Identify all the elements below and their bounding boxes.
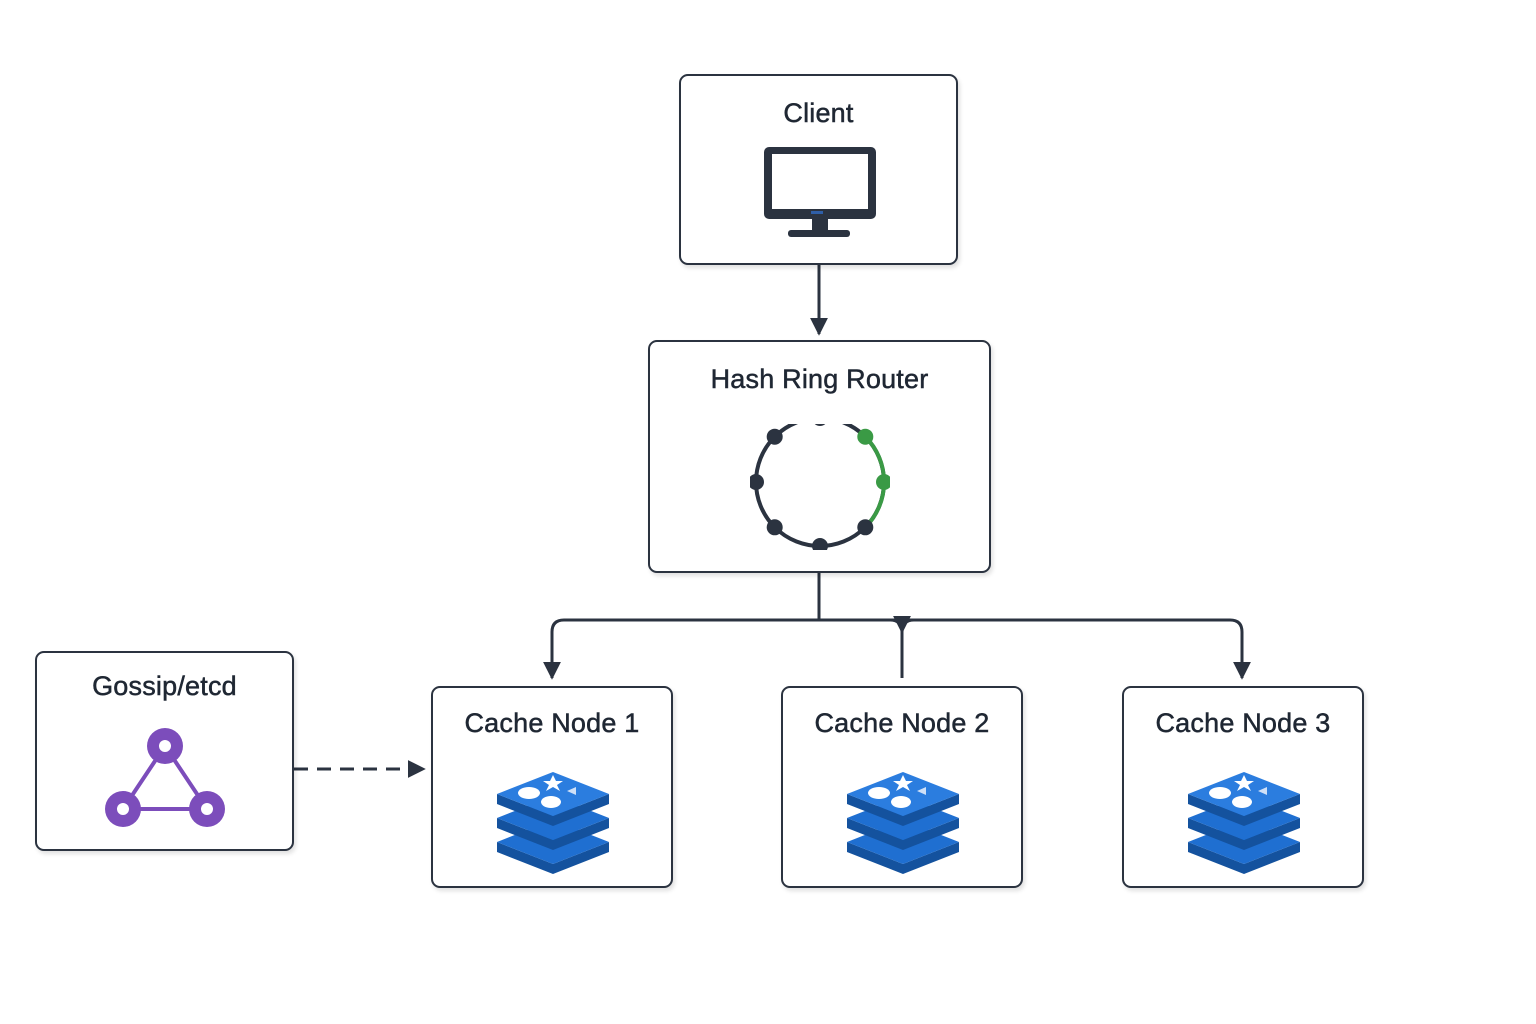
monitor-icon xyxy=(764,147,876,237)
cache-node-2-label: Cache Node 2 xyxy=(814,708,990,739)
cache-node-1-label: Cache Node 1 xyxy=(464,708,640,739)
cluster-triangle-icon xyxy=(105,728,225,827)
edge-router-cache-2 xyxy=(890,620,914,678)
gossip-label: Gossip/etcd xyxy=(92,671,237,702)
cache-node-3-label: Cache Node 3 xyxy=(1155,708,1331,739)
router-label: Hash Ring Router xyxy=(710,364,929,395)
redis-stack-icon xyxy=(847,772,959,874)
redis-stack-icon xyxy=(1188,772,1300,874)
client-label: Client xyxy=(783,98,854,129)
cache-node-2[interactable]: Cache Node 2 xyxy=(781,686,1023,888)
client-node[interactable]: Client xyxy=(679,74,958,265)
hash-ring-icon xyxy=(750,424,890,550)
redis-stack-icon xyxy=(497,772,609,874)
edge-router-cache-1 xyxy=(543,618,819,680)
cache-node-3[interactable]: Cache Node 3 xyxy=(1122,686,1364,888)
gossip-etcd-node[interactable]: Gossip/etcd xyxy=(35,651,294,851)
hash-ring-router-node[interactable]: Hash Ring Router xyxy=(648,340,991,573)
cache-node-1[interactable]: Cache Node 1 xyxy=(431,686,673,888)
edge-router-cache-3 xyxy=(819,618,1251,680)
